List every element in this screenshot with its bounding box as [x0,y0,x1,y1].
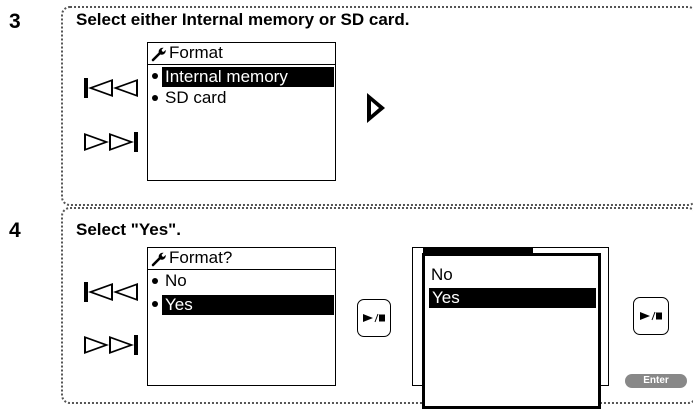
play-stop-button-icon [640,311,662,321]
step-4-number: 4 [9,219,21,242]
option-no[interactable]: No [165,271,187,290]
screen-title: Format? [169,248,233,267]
option-bullet [152,73,158,79]
skip-forward-icon[interactable] [83,333,139,357]
format-confirm-screen: Format? No Yes [147,247,336,386]
enter-badge: Enter [625,374,687,388]
play-stop-button-icon [363,313,385,323]
step-4-panel [61,207,693,404]
screen-title: Format [169,43,223,62]
play-stop-button[interactable] [357,299,391,337]
option-sd-card[interactable]: SD card [165,88,227,107]
title-divider [148,64,335,65]
skip-forward-icon[interactable] [83,130,139,154]
step-3-number: 3 [9,10,21,33]
option-bullet [152,278,158,284]
dialog-option-no[interactable]: No [431,265,453,284]
option-bullet [152,95,158,101]
wrench-icon [151,252,166,267]
step-3-panel [61,6,693,206]
play-stop-button[interactable] [633,297,669,335]
step-3-instruction: Select either Internal memory or SD card… [76,10,410,29]
obscured-title-bar [423,248,533,253]
title-divider [148,269,335,270]
wrench-icon [151,47,166,62]
format-screen: Format Internal memory SD card [147,42,336,181]
skip-back-icon[interactable] [83,76,139,100]
right-triangle-arrow-icon [367,93,385,123]
option-bullet [152,301,158,307]
dialog-option-yes[interactable]: Yes [429,288,596,308]
skip-back-icon[interactable] [83,280,139,304]
confirmation-screen: No Yes [412,247,609,409]
option-internal-memory[interactable]: Internal memory [162,67,334,87]
confirmation-dialog: No Yes [422,253,601,409]
step-4-instruction: Select "Yes". [76,220,181,239]
option-yes[interactable]: Yes [162,295,334,315]
